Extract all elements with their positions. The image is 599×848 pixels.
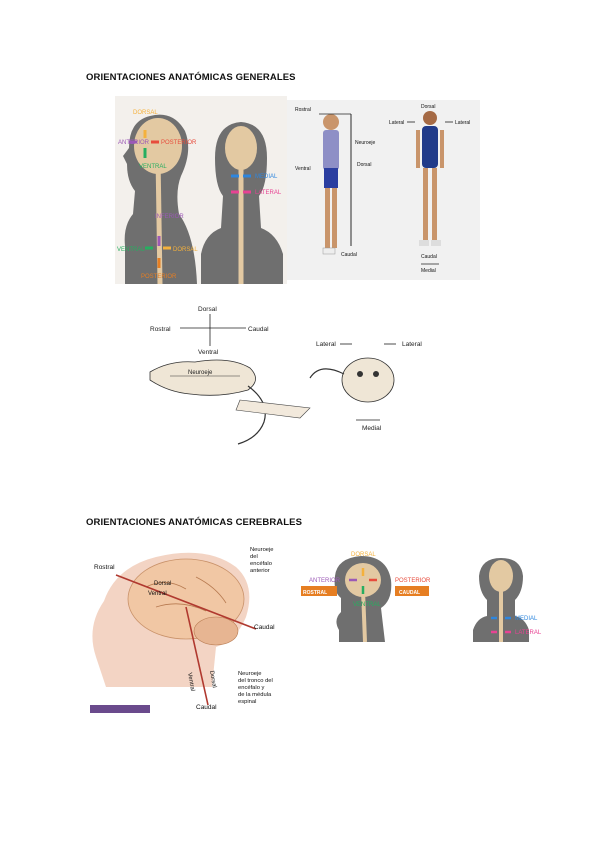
label-inferior: INFERIOR: [155, 214, 184, 220]
label-medial: MEDIAL: [515, 616, 538, 622]
label-lateral-right: Lateral: [455, 120, 470, 126]
label-ventral-2: VENTRAL: [117, 247, 145, 253]
label-medial: MEDIAL: [255, 174, 278, 180]
label-rostral: ROSTRAL: [303, 590, 327, 596]
label-posterior-2: POSTERIOR: [141, 274, 177, 280]
label-dorsal: Dorsal: [357, 162, 371, 168]
label-rostral: Rostral: [295, 107, 311, 113]
figure-head-orientations: DORSAL ANTERIOR POSTERIOR VENTRAL INFERI…: [115, 96, 287, 284]
label-rostral: Rostral: [150, 326, 171, 333]
caudal-tag: [395, 586, 429, 596]
label-dorsal-2: Dorsal: [208, 670, 217, 688]
label-posterior: POSTERIOR: [395, 578, 431, 584]
label-ventral: Ventral: [198, 349, 219, 356]
section-title-general: ORIENTACIONES ANATÓMICAS GENERALES: [86, 72, 296, 83]
label-anterior: ANTERIOR: [309, 578, 341, 584]
label-neuroeje-anterior: Neuroeje del encéfalo anterior: [250, 547, 275, 574]
label-caudal: Caudal: [341, 252, 357, 258]
label-caudal: Caudal: [248, 326, 269, 333]
label-ventral-2: Ventral: [186, 672, 195, 691]
label-medial: Medial: [362, 425, 382, 432]
label-lateral-left: Lateral: [389, 120, 404, 126]
label-lateral-right: Lateral: [402, 341, 422, 348]
label-lateral: LATERAL: [255, 190, 282, 196]
label-dorsal: DORSAL: [351, 552, 376, 558]
label-rostral: Rostral: [94, 564, 115, 571]
rostral-tag: [301, 586, 337, 596]
figure-human-orientations: Rostral Neuroeje Dorsal Ventral Caudal D…: [287, 100, 480, 280]
label-lateral: LATERAL: [515, 630, 542, 636]
label-posterior: POSTERIOR: [161, 140, 197, 146]
label-dorsal: Dorsal: [154, 581, 171, 587]
figure-rat-orientations: Dorsal Rostral Caudal Ventral Neuroeje L…: [140, 302, 440, 452]
figure-brain-head-orientations: DORSAL ANTERIOR POSTERIOR ROSTRAL CAUDAL…: [301, 546, 556, 642]
section-title-cerebral: ORIENTACIONES ANATÓMICAS CEREBRALES: [86, 517, 303, 528]
label-neuroeje-tronco: Neuroeje del tronco del encéfalo y de la…: [238, 671, 274, 705]
label-caudal-2: Caudal: [196, 704, 217, 711]
label-ventral: Ventral: [148, 591, 167, 597]
label-neuroeje: Neuroeje: [188, 370, 213, 376]
label-caudal: Caudal: [254, 624, 275, 631]
label-ventral: VENTRAL: [353, 602, 381, 608]
label-dorsal: DORSAL: [133, 110, 158, 116]
label-caudal-2: Caudal: [421, 254, 437, 260]
figure-brain-axes: Rostral Dorsal Ventral Neuroeje del encé…: [86, 537, 301, 713]
label-caudal: CAUDAL: [399, 590, 420, 596]
label-anterior: ANTERIOR: [118, 140, 150, 146]
label-medial: Medial: [421, 268, 436, 274]
label-ventral: VENTRAL: [139, 164, 167, 170]
label-lateral-left: Lateral: [316, 341, 336, 348]
label-ventral: Ventral: [295, 166, 311, 172]
label-neuroeje: Neuroeje: [355, 140, 376, 146]
label-dorsal: Dorsal: [198, 306, 217, 313]
label-dorsal-2: DORSAL: [173, 247, 198, 253]
label-dorsal-top: Dorsal: [421, 104, 435, 110]
